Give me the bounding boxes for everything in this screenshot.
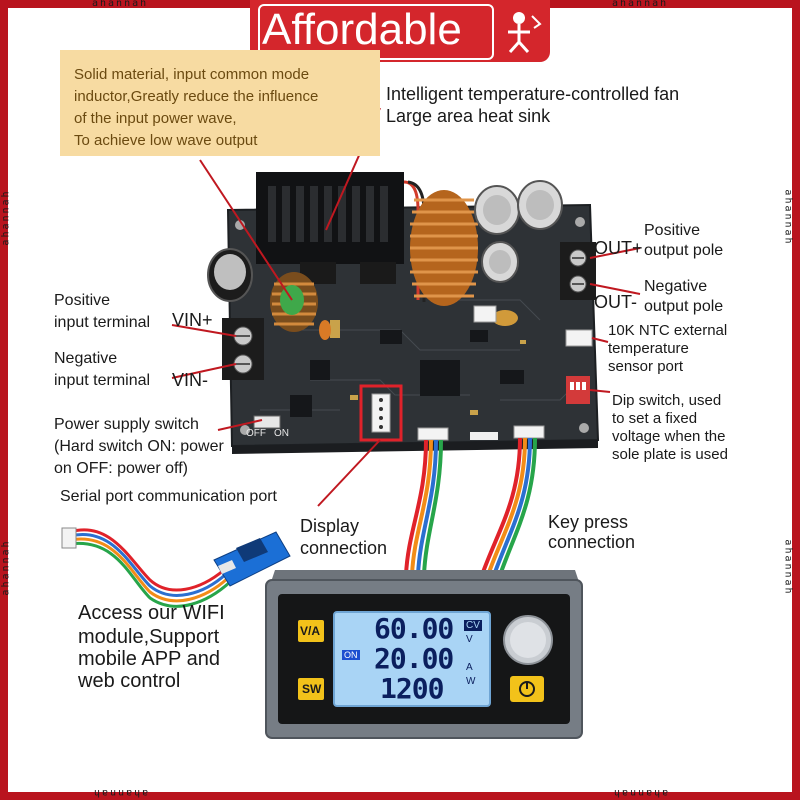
serial-port: [359, 384, 403, 442]
vin-plus-label: input terminal: [54, 314, 151, 331]
lcd-current: 20.00: [374, 642, 454, 675]
capacitors: [207, 180, 563, 340]
common-mode-inductor: [270, 272, 318, 332]
input-terminals: [222, 318, 264, 380]
brand-logo-icon: [508, 12, 542, 54]
key-connection-label: Key press: [548, 512, 629, 532]
brand-title: Affordable: [262, 5, 462, 54]
frame-bottom: [0, 792, 800, 800]
wifi-label: web control: [78, 670, 181, 692]
note-line: Solid material, input common mode: [74, 66, 310, 83]
out-plus-label: output pole: [644, 242, 724, 259]
watermark: ahannah: [612, 0, 669, 9]
va-button-label: V/A: [300, 624, 321, 638]
frame-left: [0, 0, 8, 800]
wifi-module: [61, 527, 291, 608]
lcd-on-badge: ON: [342, 650, 360, 660]
lcd-unit-a: A: [466, 662, 473, 673]
display-connection-label: connection: [300, 538, 388, 558]
wifi-label: Access our WIFI: [78, 602, 225, 624]
vin-minus-tag: VIN-: [172, 370, 208, 390]
display-module: [265, 570, 583, 739]
vin-minus-label: Negative: [54, 350, 118, 367]
output-terminals: [560, 242, 596, 300]
inductor-note: Solid material, input common mode induct…: [60, 50, 380, 156]
toroid-inductor: [410, 190, 478, 306]
vin-plus-tag: VIN+: [172, 310, 213, 330]
fan-label: Intelligent temperature-controlled fan: [386, 84, 680, 104]
serial-port-label: Serial port communication port: [60, 488, 277, 505]
out-minus-label: Negative: [644, 278, 708, 295]
dip-switch: [566, 376, 590, 404]
display-cable: [404, 439, 443, 576]
wifi-label: module,Support: [78, 626, 220, 648]
power-switch-label: Power supply switch: [54, 416, 199, 433]
out-plus-tag: OUT+: [594, 238, 643, 258]
note-line: inductor,Greatly reduce the influence: [74, 88, 319, 105]
lcd-mode-badge: CV: [464, 620, 482, 631]
ntc-label: temperature: [608, 340, 689, 357]
switch-on-mark: ON: [274, 428, 289, 439]
wifi-label: mobile APP and: [78, 648, 220, 670]
out-minus-tag: OUT-: [594, 292, 637, 312]
key-connection-label: connection: [548, 532, 636, 552]
lcd-unit-v: V: [466, 634, 473, 645]
display-connection-label: Display: [300, 516, 360, 536]
ntc-label: sensor port: [608, 358, 684, 375]
switch-off-mark: OFF: [246, 428, 266, 439]
lcd-power: 1200: [380, 672, 444, 705]
dip-label: to set a fixed: [612, 410, 698, 427]
note-line: of the input power wave,: [74, 110, 237, 127]
dip-label: voltage when the: [612, 428, 726, 445]
heat-sink-fan: [256, 172, 426, 302]
sw-button-label: SW: [302, 682, 322, 696]
ntc-label: 10K NTC external: [608, 322, 728, 339]
key-cable: [480, 437, 537, 576]
lcd-unit-w: W: [466, 676, 476, 687]
note-line: To achieve low wave output: [74, 132, 258, 149]
out-minus-label: output pole: [644, 298, 724, 315]
power-switch-label: on OFF: power off): [54, 460, 188, 477]
frame-right: [792, 0, 800, 800]
power-switch-label: (Hard switch ON: power: [54, 438, 224, 455]
dip-label: Dip switch, used: [612, 392, 722, 409]
vin-plus-label: Positive: [54, 292, 111, 309]
vin-minus-label: input terminal: [54, 372, 151, 389]
out-plus-label: Positive: [644, 222, 701, 239]
dip-label: sole plate is used: [612, 446, 728, 463]
heatsink-label: Large area heat sink: [386, 106, 551, 126]
lcd-voltage: 60.00: [374, 612, 454, 645]
watermark: ahannah: [92, 0, 149, 9]
board-connectors: [253, 305, 545, 441]
ntc-port: [565, 329, 593, 347]
